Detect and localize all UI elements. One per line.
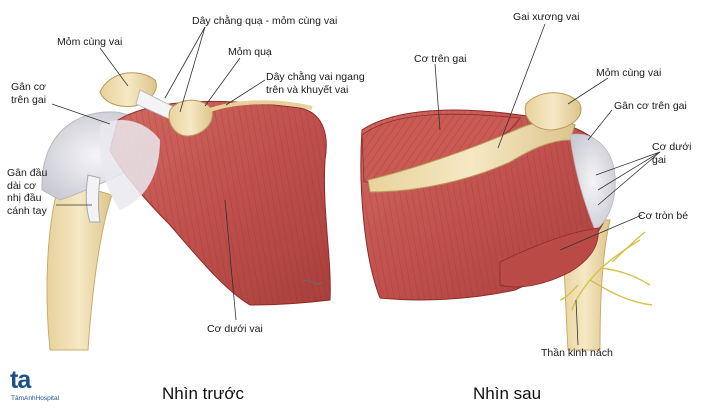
leader-co-tren-gai [434, 63, 441, 131]
leader-than-kinh-nach [575, 299, 579, 346]
leader-mom-cung-vai-front [99, 47, 129, 87]
label-day-chang-vai-ngang: Dây chằng vai ngang trên và khuyết vai [266, 71, 365, 96]
logo-name: TâmAnhHospital [11, 395, 60, 402]
front-biceps-tendon [85, 174, 101, 223]
leader-co-duoi-gai-2 [597, 151, 661, 191]
leader-day-chang-vai-ngang [225, 79, 266, 106]
leader-mom-cung-vai-back [567, 77, 609, 105]
leader-gai-xuong-vai [497, 23, 546, 149]
label-mom-cung-vai-back: Mỏm cùng vai [596, 67, 662, 79]
label-co-tren-gai: Cơ trên gai [414, 53, 467, 65]
leader-co-duoi-gai-3 [597, 151, 661, 206]
label-gan-co-tren-gai-front: Gân cơ trên gai [11, 81, 47, 106]
label-day-chang-qua-mom-cung-vai: Dây chằng quạ - mỏm cùng vai [192, 15, 338, 27]
back-scapular-spine [367, 120, 576, 193]
leader-co-tron-be [559, 214, 643, 251]
label-gai-xuong-vai: Gai xương vai [513, 11, 580, 23]
back-view [360, 92, 653, 351]
leader-mom-qua [204, 57, 241, 107]
front-view [41, 72, 331, 351]
back-acromion [524, 92, 582, 131]
label-gan-dau-dai-co-nhi-dau: Gân đầu dài cơ nhị đầu cánh tay [7, 167, 48, 217]
caption-front-view: Nhìn trước [162, 384, 245, 403]
label-mom-qua: Mỏm quạ [228, 46, 272, 58]
back-supraspinatus-fibers [362, 114, 520, 182]
label-gan-co-tren-gai-back: Gân cơ trên gai [614, 100, 687, 112]
label-than-kinh-nach: Thần kinh nách [541, 347, 613, 359]
leader-day-chang-qua-mom-2 [179, 26, 206, 113]
label-co-duoi-vai: Cơ dưới vai [207, 323, 263, 335]
caption-back-view: Nhìn sau [473, 384, 542, 403]
leader-co-duoi-gai-1 [595, 151, 661, 176]
leader-lines [51, 23, 661, 346]
leader-co-duoi-vai [224, 199, 237, 321]
front-scapula-border [209, 100, 313, 112]
logo-mark: ta [10, 366, 31, 394]
label-co-tron-be: Cơ tròn bé [638, 210, 689, 222]
label-mom-cung-vai-front: Mỏm cùng vai [57, 36, 123, 48]
back-rotator-tendons [569, 133, 616, 231]
back-teres-minor-muscle [499, 227, 599, 288]
front-subscapularis-fibers [110, 101, 331, 306]
front-coracoid-process [168, 99, 213, 137]
front-notch-detail [301, 279, 323, 285]
label-co-duoi-gai: Cơ dưới gai [652, 141, 692, 166]
back-axillary-nerve [559, 231, 653, 311]
front-subscapularis-tendon [99, 120, 160, 210]
leader-gan-co-tren-gai-front [51, 103, 111, 125]
tam-anh-logo: ta TâmAnhHospital [10, 368, 80, 408]
leader-day-chang-qua-mom-1 [164, 26, 206, 99]
front-humerus [46, 179, 113, 351]
leader-gan-co-tren-gai-back [587, 109, 613, 141]
